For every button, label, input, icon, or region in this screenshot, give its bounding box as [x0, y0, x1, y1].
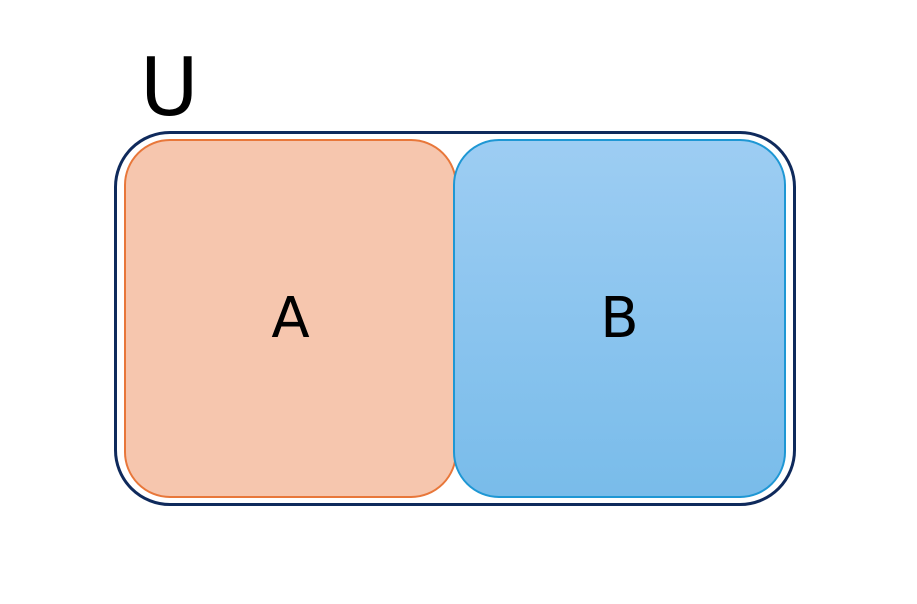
- set-a: A: [124, 139, 457, 498]
- set-a-label: A: [271, 285, 310, 351]
- universe-label: U: [140, 41, 199, 134]
- set-b-label: B: [600, 285, 639, 351]
- set-b: B: [453, 139, 786, 498]
